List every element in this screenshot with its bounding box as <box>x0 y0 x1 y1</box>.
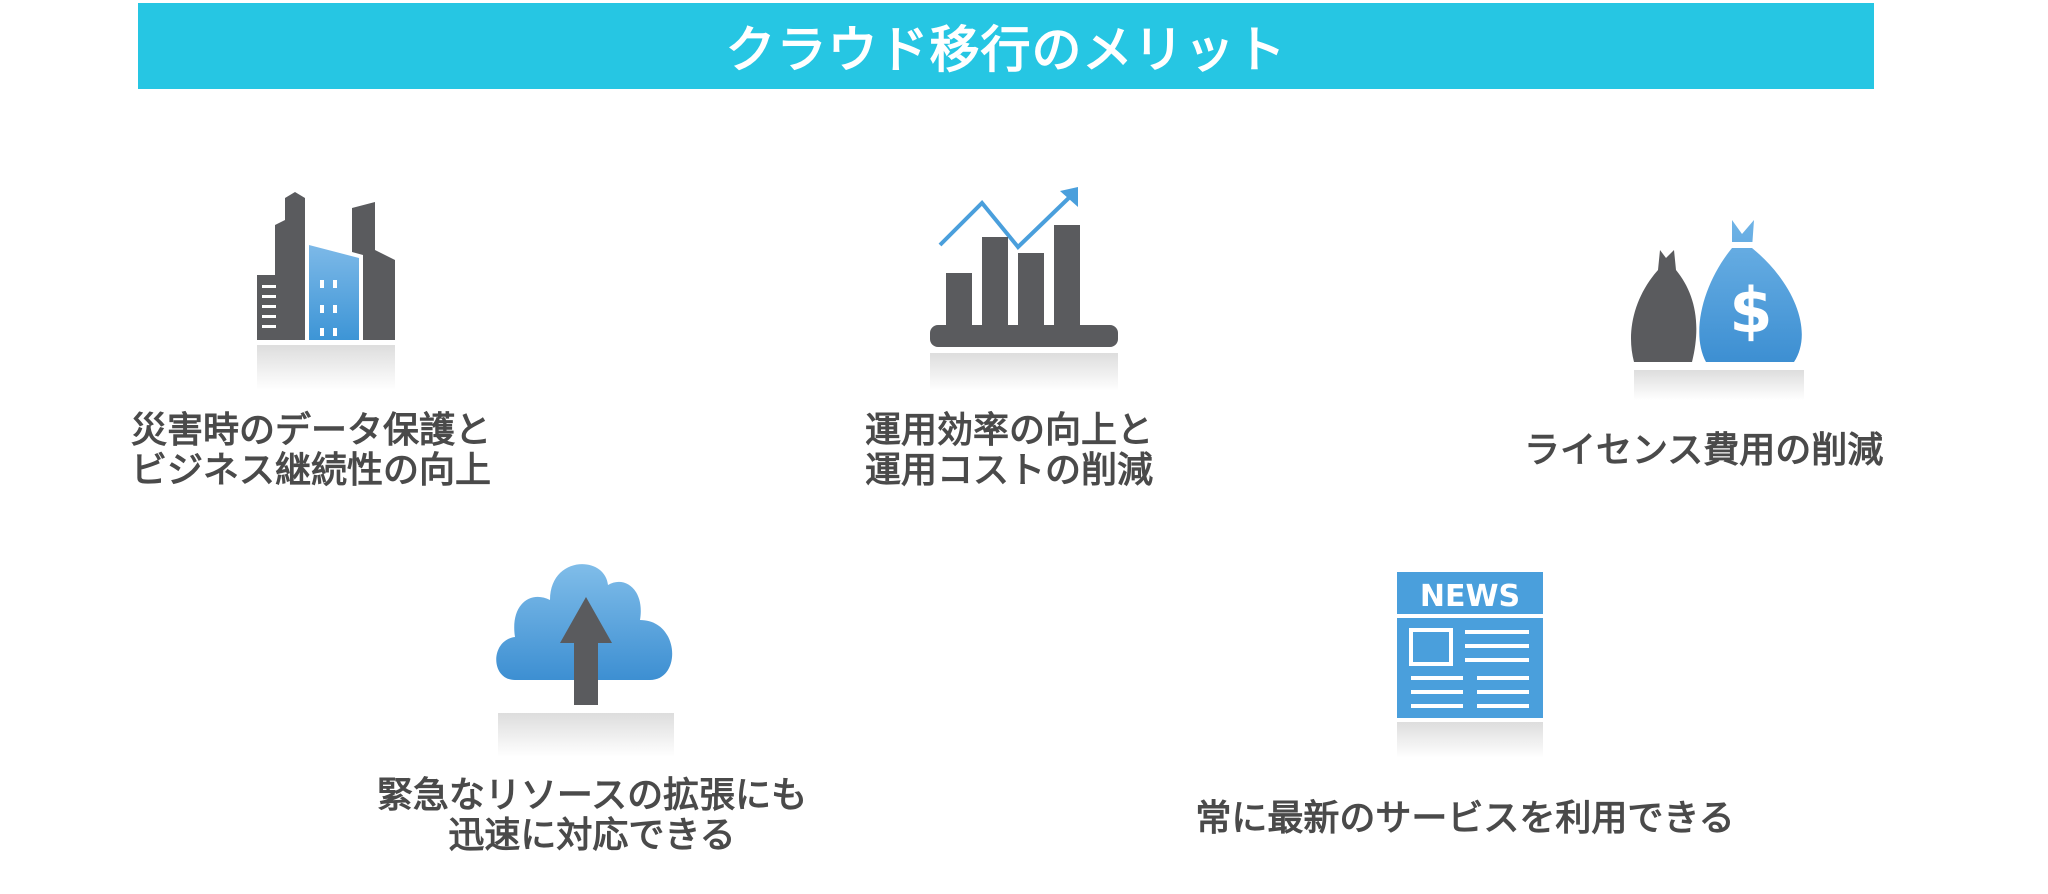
label-line: 常に最新のサービスを利用できる <box>1195 798 1735 839</box>
growth-chart-icon <box>930 187 1118 391</box>
news-icon-text: NEWS <box>1420 579 1520 614</box>
svg-text:$: $ <box>1729 274 1772 347</box>
label-line: 災害時のデータ保護と <box>131 410 492 451</box>
news-icon: NEWS <box>1397 572 1543 758</box>
benefit-label-efficiency: 運用効率の向上と 運用コストの削減 <box>865 411 1153 491</box>
benefit-label-scaling: 緊急なリソースの拡張にも 迅速に対応できる <box>377 776 807 856</box>
label-line: 運用コストの削減 <box>865 450 1154 491</box>
label-line: ライセンス費用の削減 <box>1524 430 1884 471</box>
benefit-label-latest-service: 常に最新のサービスを利用できる <box>1195 799 1734 839</box>
label-line: 運用効率の向上と <box>865 410 1154 451</box>
benefit-label-disaster: 災害時のデータ保護と ビジネス継続性の向上 <box>131 411 491 491</box>
label-line: ビジネス継続性の向上 <box>131 450 492 491</box>
label-line: 緊急なリソースの拡張にも <box>376 775 808 816</box>
label-line: 迅速に対応できる <box>448 815 736 856</box>
money-bag-icon: $ <box>1631 220 1804 400</box>
title-banner: クラウド移行のメリット <box>138 3 1874 89</box>
cloud-upload-icon <box>496 564 674 757</box>
benefit-label-license: ライセンス費用の削減 <box>1524 431 1883 471</box>
buildings-icon <box>257 192 395 390</box>
page-title: クラウド移行のメリット <box>725 21 1287 79</box>
